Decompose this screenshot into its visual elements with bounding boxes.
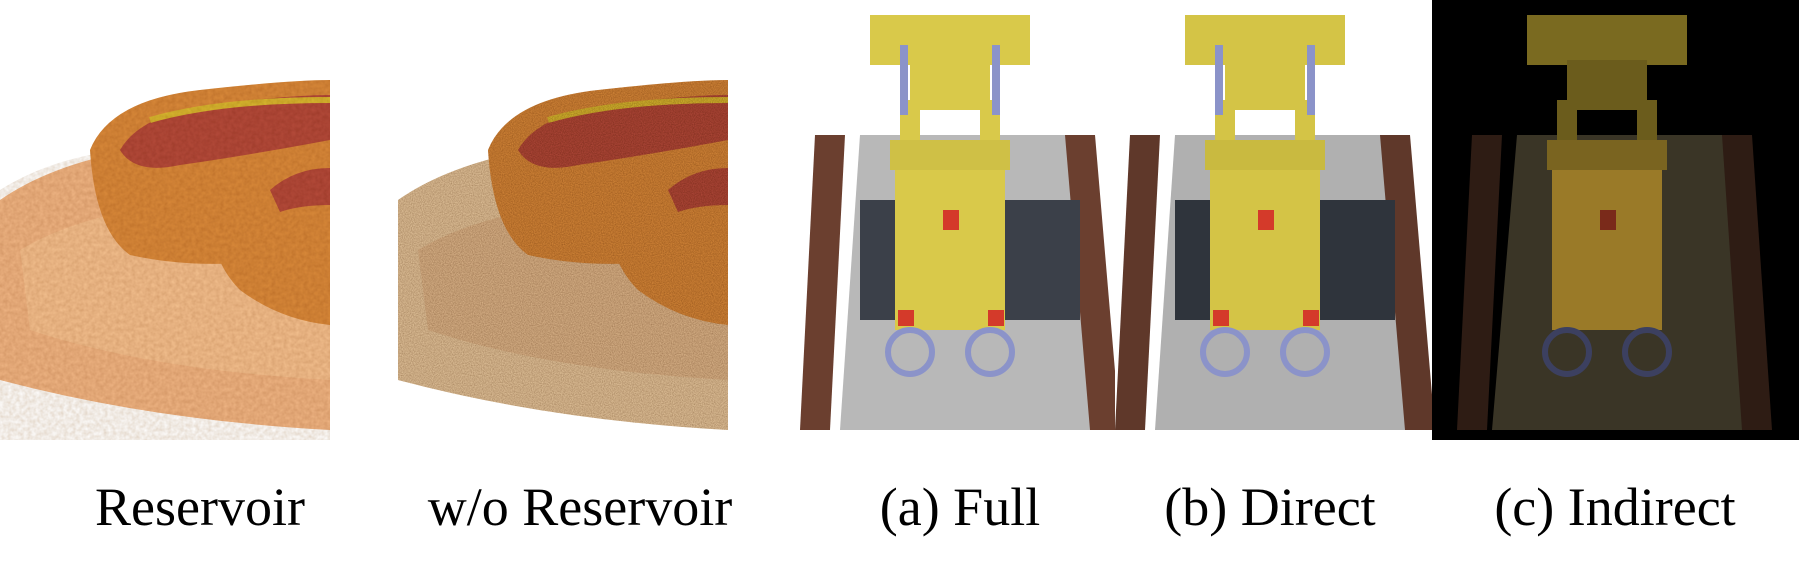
caption-without-reservoir: w/o Reservoir xyxy=(427,477,733,537)
lego-bulldozer-indirect xyxy=(1432,0,1799,440)
image-panel-indirect xyxy=(1432,0,1799,440)
lego-bulldozer-direct xyxy=(1115,0,1455,440)
caption-reservoir: Reservoir xyxy=(95,477,305,537)
image-panel-direct xyxy=(1115,0,1455,440)
image-panel-reservoir xyxy=(0,0,340,440)
caption-full: (a) Full xyxy=(879,477,1041,537)
lego-bulldozer-full xyxy=(800,0,1140,440)
hotdog-render-noisy xyxy=(398,80,729,430)
image-panel-full xyxy=(800,0,1140,440)
caption-indirect: (c) Indirect xyxy=(1494,477,1736,537)
caption-direct: (b) Direct xyxy=(1164,477,1376,537)
hotdog-render xyxy=(0,80,331,440)
image-panel-without-reservoir xyxy=(398,0,738,440)
